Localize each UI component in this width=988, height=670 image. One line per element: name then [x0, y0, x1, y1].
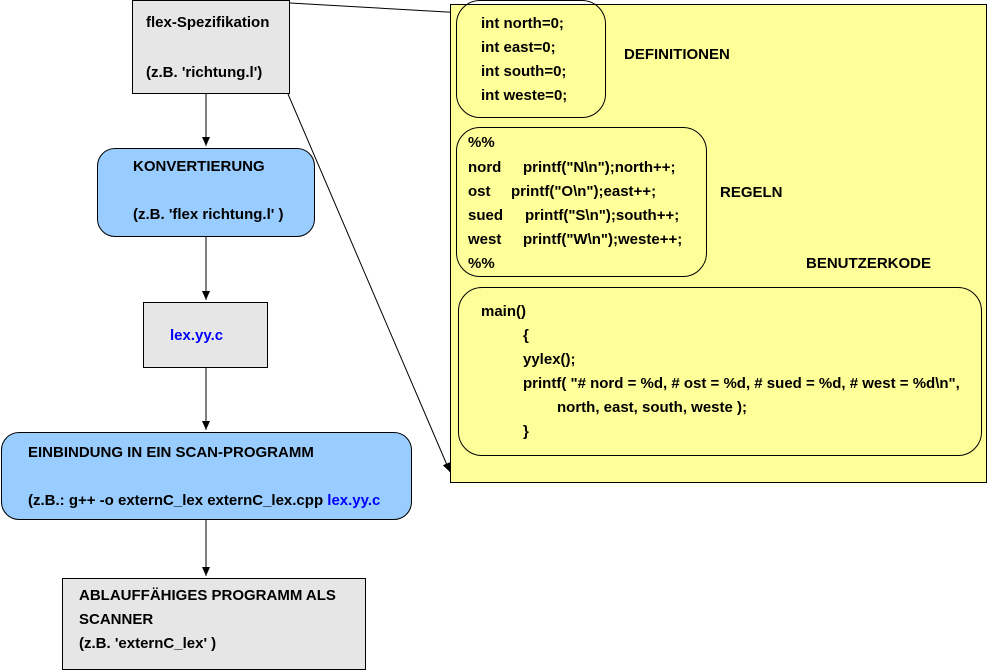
rules-open-marker: %%: [468, 134, 495, 151]
rule-pattern-1: nord: [468, 159, 502, 176]
definition-line-4: int weste=0;: [481, 87, 568, 104]
integrate-box: EINBINDUNG IN EIN SCAN-PROGRAMM (z.B.: g…: [1, 432, 412, 520]
convert-title: KONVERTIERUNG: [133, 158, 265, 175]
definition-line-1: int north=0;: [481, 15, 564, 32]
usercode-line-2: {: [523, 327, 529, 344]
rule-pattern-2: ost: [468, 183, 491, 200]
integrate-example-file: lex.yy.c: [327, 492, 381, 509]
rules-section: [456, 127, 707, 277]
rule-action-3: printf("S\n");south++;: [525, 207, 680, 224]
rule-pattern-3: sued: [468, 207, 504, 224]
usercode-line-5: north, east, south, weste );: [557, 399, 748, 416]
usercode-line-4: printf( "# nord = %d, # ost = %d, # sued…: [523, 375, 960, 392]
convert-box: KONVERTIERUNG (z.B. 'flex richtung.l' ): [97, 148, 315, 237]
program-box: ABLAUFFÄHIGES PROGRAMM ALS SCANNER (z.B.…: [62, 578, 366, 670]
spec-box: flex-Spezifikation (z.B. 'richtung.l'): [132, 0, 290, 94]
usercode-line-6: }: [523, 423, 529, 440]
rule-pattern-4: west: [468, 231, 502, 248]
program-line-3: (z.B. 'externC_lex' ): [79, 635, 217, 652]
definition-line-2: int east=0;: [481, 39, 556, 56]
arrow-spec-to-panel-bottom: [287, 93, 451, 473]
rules-label: REGELN: [720, 184, 783, 201]
usercode-line-1: main(): [481, 303, 526, 320]
spec-file-panel: [450, 4, 987, 483]
lexfile-box: lex.yy.c: [143, 302, 268, 368]
program-line-1: ABLAUFFÄHIGES PROGRAMM ALS: [79, 587, 336, 604]
integrate-example-command: (z.B.: g++ -o externC_lex externC_lex.cp…: [28, 492, 324, 509]
rule-action-4: printf("W\n");weste++;: [523, 231, 683, 248]
rule-action-1: printf("N\n");north++;: [523, 159, 676, 176]
integrate-title: EINBINDUNG IN EIN SCAN-PROGRAMM: [28, 444, 314, 461]
rules-close-marker: %%: [468, 255, 495, 272]
usercode-label: BENUTZERKODE: [806, 255, 932, 272]
convert-example: (z.B. 'flex richtung.l' ): [133, 206, 284, 223]
definitions-section: [456, 0, 606, 118]
spec-example: (z.B. 'richtung.l'): [146, 64, 263, 81]
usercode-line-3: yylex();: [523, 351, 576, 368]
integrate-example: (z.B.: g++ -o externC_lex externC_lex.cp…: [28, 489, 380, 513]
lexfile-label: lex.yy.c: [170, 327, 224, 344]
definitions-label: DEFINITIONEN: [624, 46, 730, 63]
program-line-2: SCANNER: [79, 611, 154, 628]
usercode-section: [458, 287, 982, 456]
rule-action-2: printf("O\n");east++;: [511, 183, 657, 200]
definition-line-3: int south=0;: [481, 63, 567, 80]
spec-title: flex-Spezifikation: [146, 14, 270, 31]
